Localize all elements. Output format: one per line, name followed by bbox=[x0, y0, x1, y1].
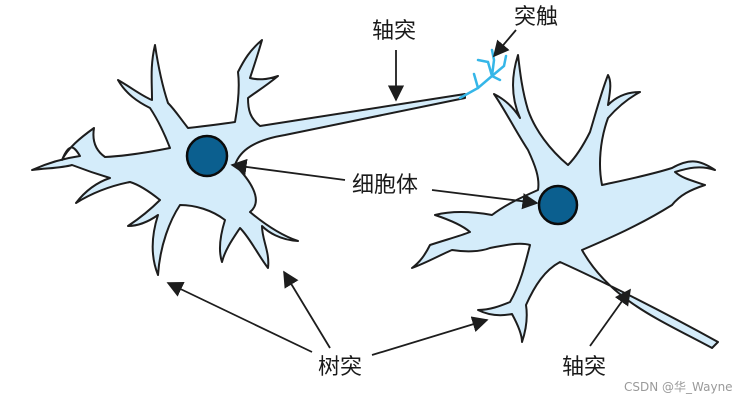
synapse-branch-5 bbox=[490, 74, 502, 82]
synapse-branch-3 bbox=[490, 54, 508, 78]
arrow-dendrite-1 bbox=[166, 281, 313, 353]
arrow-dendrite-2 bbox=[283, 270, 331, 349]
annotation-arrows bbox=[166, 29, 631, 356]
left-neuron-body bbox=[31, 39, 466, 276]
left-nucleus bbox=[185, 134, 229, 178]
label-dendrite: 树突 bbox=[318, 355, 362, 380]
left-neuron bbox=[31, 39, 466, 276]
watermark: CSDN @华_Wayne bbox=[624, 380, 733, 394]
annotation-labels: 轴突 突触 细胞体 树突 轴突 CSDN @华_Wayne bbox=[318, 5, 733, 394]
arrow-axon-right bbox=[589, 288, 631, 347]
label-axon-right: 轴突 bbox=[562, 355, 606, 380]
synapse-terminal bbox=[458, 48, 508, 100]
label-synapse: 突触 bbox=[514, 5, 558, 30]
synapse-branch-4 bbox=[472, 72, 480, 90]
right-nucleus bbox=[537, 184, 579, 226]
right-neuron bbox=[411, 54, 719, 349]
arrow-cell-body-right bbox=[431, 189, 539, 210]
arrow-cell-body-left bbox=[230, 158, 346, 181]
label-axon-left: 轴突 bbox=[372, 19, 416, 44]
label-cell-body: 细胞体 bbox=[352, 173, 418, 198]
arrow-synapse bbox=[492, 29, 517, 58]
synapse-branch-1 bbox=[476, 58, 494, 78]
synapse-branch-2 bbox=[490, 48, 496, 78]
arrow-dendrite-3 bbox=[371, 316, 489, 356]
